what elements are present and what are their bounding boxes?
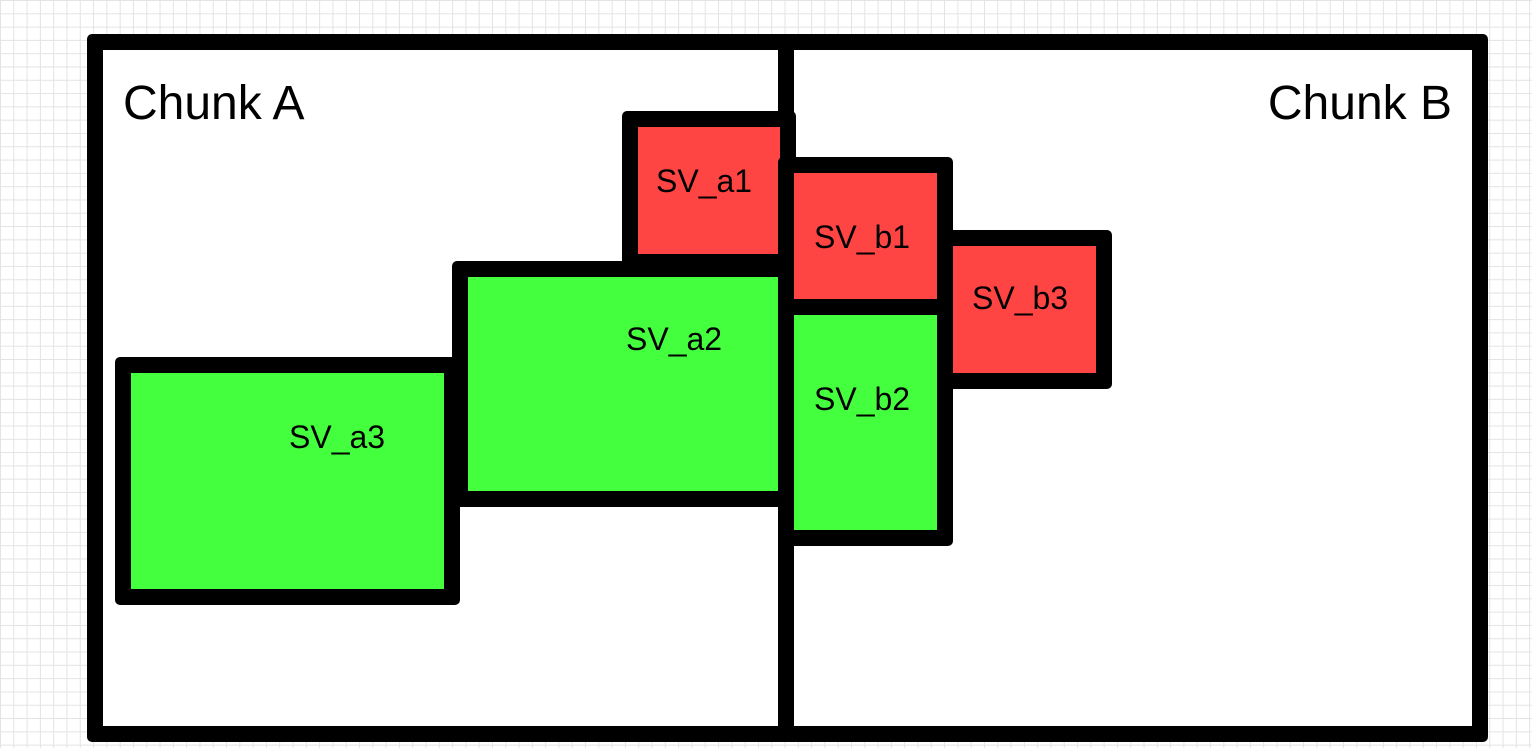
supervoxel-a3: SV_a3 bbox=[115, 357, 460, 605]
supervoxel-b1-label: SV_b1 bbox=[814, 219, 911, 255]
supervoxel-a2: SV_a2 bbox=[452, 261, 796, 507]
supervoxel-a1-label: SV_a1 bbox=[656, 163, 753, 199]
supervoxel-a1: SV_a1 bbox=[622, 111, 796, 270]
supervoxel-a3-label: SV_a3 bbox=[289, 419, 386, 455]
supervoxel-b2-label: SV_b2 bbox=[814, 381, 911, 417]
supervoxel-b3: SV_b3 bbox=[936, 230, 1112, 389]
supervoxel-b1: SV_b1 bbox=[778, 157, 953, 315]
supervoxel-b2: SV_b2 bbox=[778, 299, 953, 546]
supervoxel-a2-label: SV_a2 bbox=[626, 321, 723, 357]
chunk-a-title: Chunk A bbox=[123, 77, 305, 130]
chunk-b-title: Chunk B bbox=[1267, 77, 1452, 130]
supervoxel-b3-label: SV_b3 bbox=[972, 280, 1069, 316]
